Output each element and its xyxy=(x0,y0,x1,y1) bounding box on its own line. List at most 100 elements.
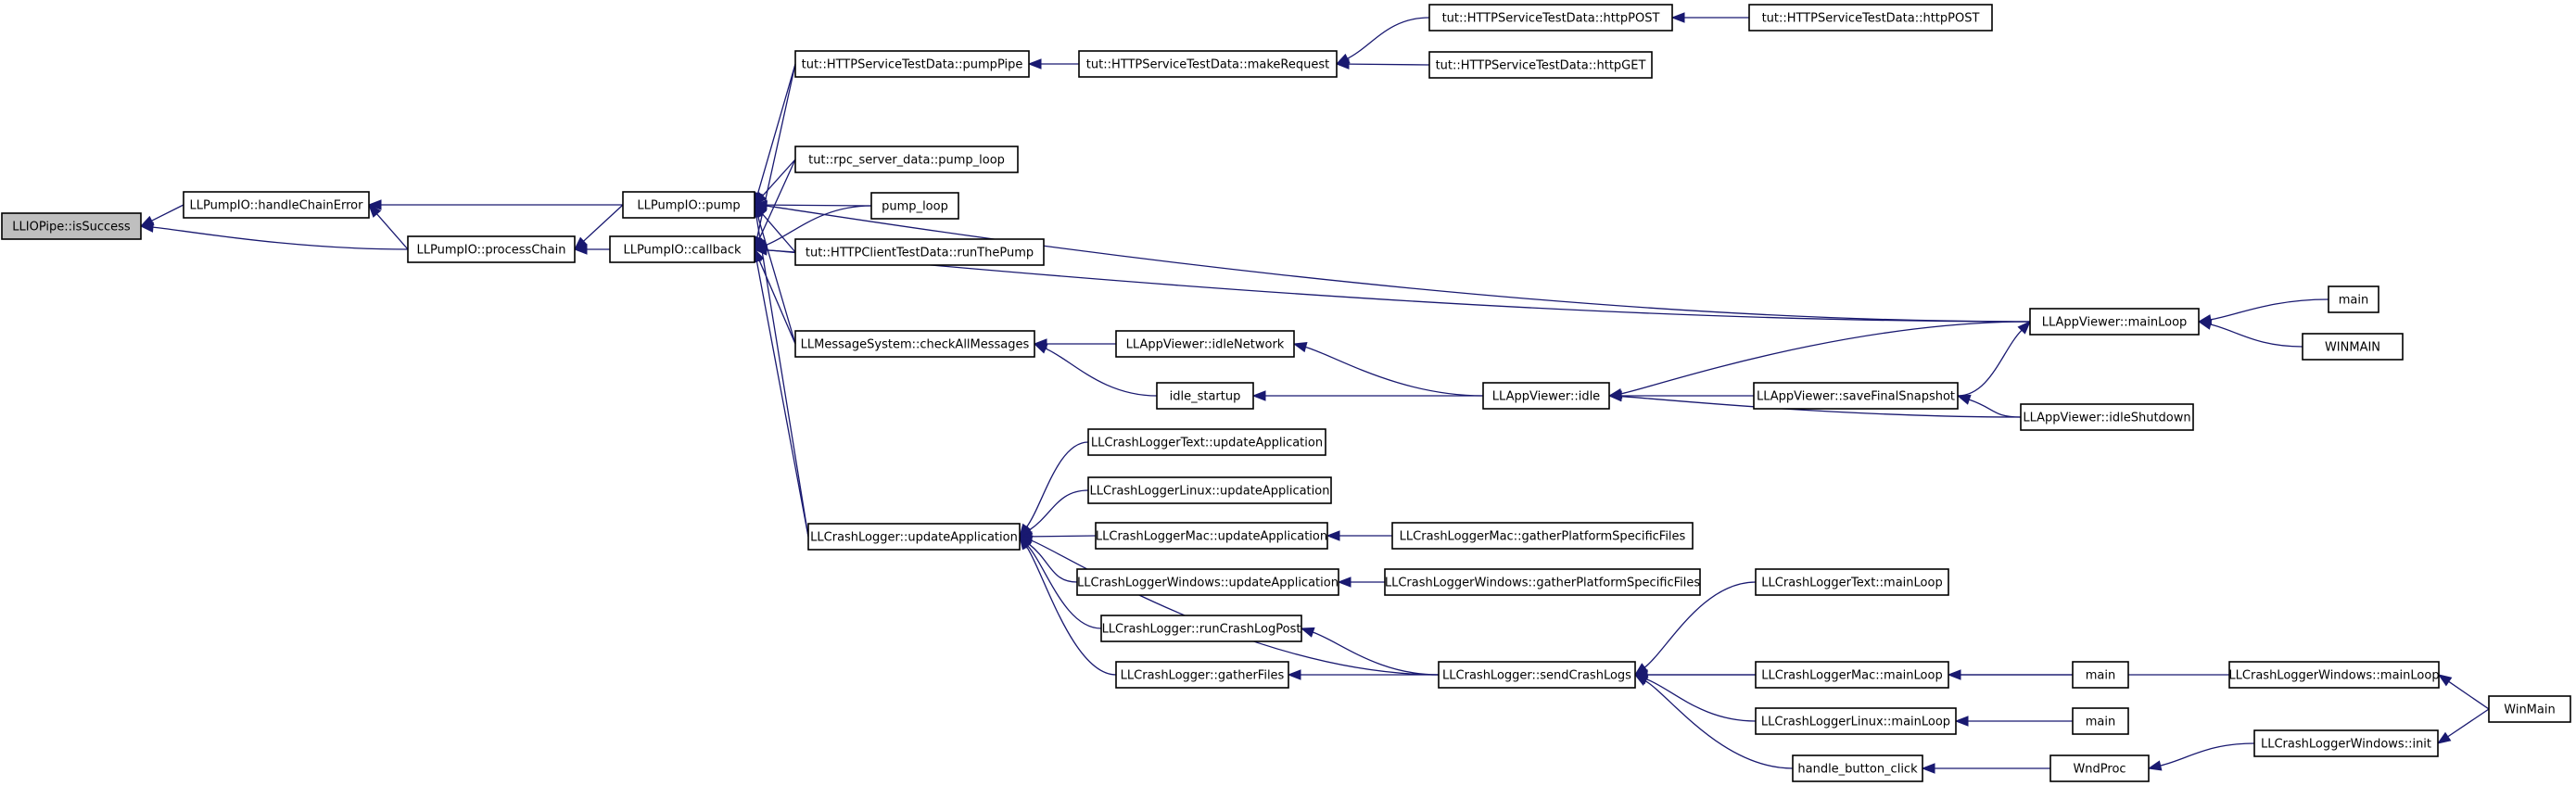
function-node[interactable]: LLPumpIO::handleChainError xyxy=(183,191,370,219)
node-box[interactable] xyxy=(1,212,142,240)
node-label: main xyxy=(2339,294,2368,308)
node-box[interactable] xyxy=(2302,333,2404,361)
call-edge-n16-to-n15 xyxy=(2197,298,2329,325)
node-box[interactable] xyxy=(1087,476,1332,504)
edge-line xyxy=(2210,323,2303,348)
node-box[interactable] xyxy=(794,146,1019,173)
edge-line xyxy=(1031,535,1097,538)
node-box[interactable] xyxy=(1078,50,1338,78)
function-node[interactable]: tut::rpc_server_data::pump_loop xyxy=(794,146,1019,173)
node-box[interactable] xyxy=(1100,615,1302,642)
node-box[interactable] xyxy=(794,238,1045,266)
edge-line xyxy=(1029,489,1089,531)
call-edge-n11-to-n5 xyxy=(1027,58,1079,70)
node-box[interactable] xyxy=(2228,661,2440,689)
function-node[interactable]: tut::HTTPServiceTestData::makeRequest xyxy=(1078,50,1338,78)
node-box[interactable] xyxy=(2049,754,2150,782)
function-node[interactable]: handle_button_click xyxy=(1792,754,1923,782)
function-node[interactable]: LLPumpIO::callback xyxy=(609,235,755,263)
node-box[interactable] xyxy=(2029,308,2200,336)
node-box[interactable] xyxy=(1384,568,1701,596)
node-box[interactable] xyxy=(2328,285,2379,313)
function-node[interactable]: WINMAIN xyxy=(2302,333,2404,361)
function-node[interactable]: main xyxy=(2328,285,2379,313)
node-box[interactable] xyxy=(1156,382,1254,410)
function-node[interactable]: LLCrashLoggerMac::updateApplication xyxy=(1095,522,1328,550)
function-node[interactable]: LLAppViewer::idleNetwork xyxy=(1115,330,1295,358)
node-box[interactable] xyxy=(807,523,1021,551)
function-node[interactable]: LLPumpIO::processChain xyxy=(407,235,576,263)
call-edges xyxy=(139,12,2490,774)
function-node[interactable]: LLCrashLoggerText::updateApplication xyxy=(1087,428,1326,456)
node-box[interactable] xyxy=(1087,428,1326,456)
node-box[interactable] xyxy=(1095,522,1328,550)
node-box[interactable] xyxy=(622,191,755,219)
function-node[interactable]: LLCrashLoggerWindows::init xyxy=(2253,729,2439,757)
function-node[interactable]: LLAppViewer::idle xyxy=(1482,382,1610,410)
function-node[interactable]: main xyxy=(2072,661,2129,689)
node-box[interactable] xyxy=(1755,707,1957,735)
function-node[interactable]: main xyxy=(2072,707,2129,735)
function-node[interactable]: LLAppViewer::saveFinalSnapshot xyxy=(1753,382,1959,410)
function-node[interactable]: tut::HTTPClientTestData::runThePump xyxy=(794,238,1045,266)
function-node[interactable]: LLCrashLoggerWindows::gatherPlatformSpec… xyxy=(1384,568,1701,596)
call-edge-n32-to-n31 xyxy=(1633,581,1757,676)
root-function-node[interactable]: LLIOPipe::isSuccess xyxy=(1,212,142,240)
function-node[interactable]: LLCrashLogger::gatherFiles xyxy=(1115,661,1289,689)
node-box[interactable] xyxy=(1428,51,1653,79)
function-node[interactable]: tut::HTTPServiceTestData::httpGET xyxy=(1428,51,1653,79)
function-node[interactable]: LLAppViewer::mainLoop xyxy=(2029,308,2200,336)
function-node[interactable]: LLCrashLoggerMac::mainLoop xyxy=(1755,661,1949,689)
function-node[interactable]: LLCrashLoggerWindows::updateApplication xyxy=(1076,568,1339,596)
edge-line xyxy=(2447,708,2490,738)
arrowhead-icon xyxy=(1326,530,1340,541)
function-node[interactable]: WinMain xyxy=(2488,695,2571,723)
arrowhead-icon xyxy=(368,203,382,218)
edge-line xyxy=(758,260,796,345)
function-node[interactable]: tut::HTTPServiceTestData::httpPOST xyxy=(1748,4,1993,32)
node-box[interactable] xyxy=(1115,330,1295,358)
node-box[interactable] xyxy=(1792,754,1923,782)
function-node[interactable]: LLCrashLogger::sendCrashLogs xyxy=(1438,661,1636,689)
function-node[interactable]: LLMessageSystem::checkAllMessages xyxy=(794,330,1035,358)
function-node[interactable]: idle_startup xyxy=(1156,382,1254,410)
call-edge-n14-to-n11 xyxy=(1335,58,1430,70)
node-box[interactable] xyxy=(1755,661,1949,689)
node-box[interactable] xyxy=(2488,695,2571,723)
function-node[interactable]: pump_loop xyxy=(870,192,959,220)
node-box[interactable] xyxy=(1482,382,1610,410)
node-box[interactable] xyxy=(609,235,755,263)
function-node[interactable]: tut::HTTPServiceTestData::httpPOST xyxy=(1428,4,1673,32)
node-box[interactable] xyxy=(2072,661,2129,689)
function-node[interactable]: LLCrashLoggerText::mainLoop xyxy=(1755,568,1949,596)
function-node[interactable]: LLCrashLoggerLinux::updateApplication xyxy=(1087,476,1332,504)
node-box[interactable] xyxy=(794,330,1035,358)
arrowhead-icon xyxy=(2017,321,2031,335)
function-node[interactable]: LLCrashLoggerWindows::mainLoop xyxy=(2228,661,2440,689)
node-box[interactable] xyxy=(1428,4,1673,32)
function-node[interactable]: tut::HTTPServiceTestData::pumpPipe xyxy=(794,50,1030,78)
node-box[interactable] xyxy=(870,192,959,220)
node-box[interactable] xyxy=(1755,568,1949,596)
node-box[interactable] xyxy=(1748,4,1993,32)
function-node[interactable]: WndProc xyxy=(2049,754,2150,782)
node-box[interactable] xyxy=(1753,382,1959,410)
function-node[interactable]: LLPumpIO::pump xyxy=(622,191,755,219)
function-node[interactable]: LLCrashLoggerLinux::mainLoop xyxy=(1755,707,1957,735)
node-box[interactable] xyxy=(1076,568,1339,596)
node-box[interactable] xyxy=(183,191,370,219)
node-label: LLCrashLoggerText::updateApplication xyxy=(1091,437,1323,450)
node-box[interactable] xyxy=(2253,729,2439,757)
node-box[interactable] xyxy=(1438,661,1636,689)
node-box[interactable] xyxy=(2072,707,2129,735)
node-box[interactable] xyxy=(407,235,576,263)
node-label: LLMessageSystem::checkAllMessages xyxy=(801,338,1030,352)
node-box[interactable] xyxy=(794,50,1030,78)
node-box[interactable] xyxy=(1115,661,1289,689)
function-node[interactable]: LLCrashLogger::runCrashLogPost xyxy=(1100,615,1302,642)
function-node[interactable]: LLCrashLoggerMac::gatherPlatformSpecific… xyxy=(1391,522,1694,550)
node-box[interactable] xyxy=(2020,403,2194,431)
function-node[interactable]: LLAppViewer::idleShutdown xyxy=(2020,403,2194,431)
node-box[interactable] xyxy=(1391,522,1694,550)
function-node[interactable]: LLCrashLogger::updateApplication xyxy=(807,523,1021,551)
